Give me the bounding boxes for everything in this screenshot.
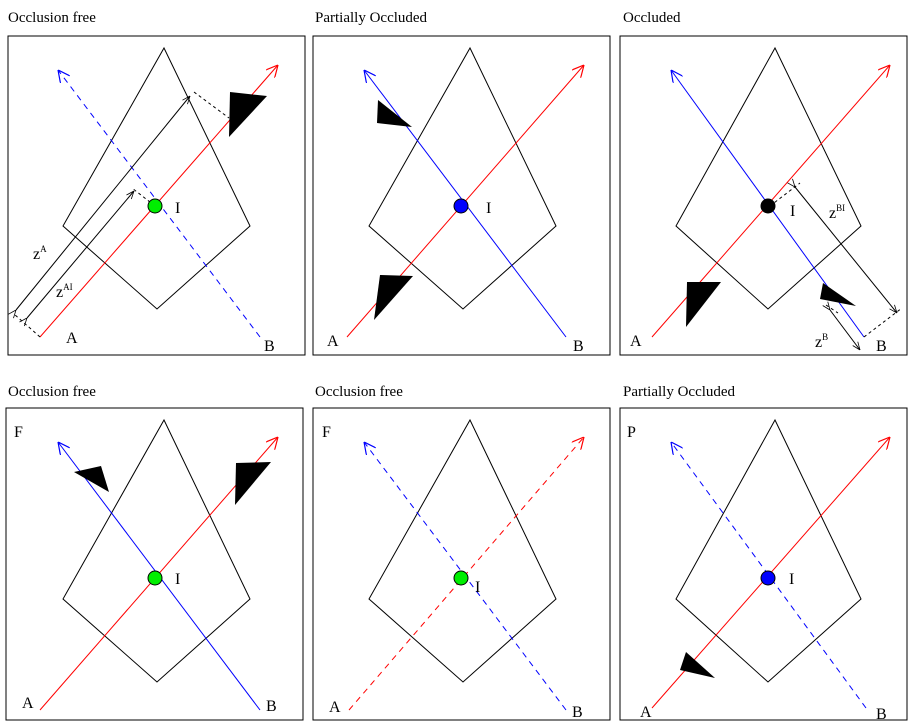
- intersection-label: I: [486, 200, 491, 217]
- ray-b-label: B: [266, 698, 277, 715]
- sensor-footprint: [675, 418, 862, 683]
- corner-label: F: [14, 424, 23, 441]
- panel-frame: [619, 407, 908, 721]
- panel-title: Occlusion free: [8, 10, 96, 26]
- ray-b-label: B: [264, 338, 275, 355]
- occluder-triangle: [235, 462, 271, 505]
- panel-frame: [7, 35, 306, 356]
- distance-label-z-a: zA: [33, 244, 47, 263]
- sensor-footprint: [675, 46, 862, 310]
- panel-5: Occlusion free F I A B: [312, 384, 611, 721]
- intersection-label: I: [175, 571, 180, 588]
- occluder-triangle: [686, 282, 721, 327]
- occluder-triangle: [374, 275, 413, 320]
- panel-frame: [312, 407, 611, 721]
- ray-a-label: A: [329, 699, 341, 716]
- distance-z-b: [830, 310, 860, 350]
- distance-z-ai: [27, 191, 134, 318]
- sensor-footprint: [368, 46, 557, 310]
- intersection-point: [760, 570, 776, 586]
- panel-frame: [312, 35, 611, 356]
- extension-line: [193, 91, 230, 119]
- panel-4: Occlusion free F I A B: [5, 384, 304, 721]
- extension-line: [863, 307, 903, 338]
- panel-title: Occlusion free: [315, 384, 403, 400]
- panel-frame: [5, 407, 304, 721]
- extension-line: [825, 304, 839, 314]
- panel-title: Occluded: [623, 10, 681, 26]
- ray-b-label: B: [876, 338, 887, 355]
- occluder-triangle: [229, 92, 267, 137]
- sensor-footprint: [368, 418, 557, 683]
- intersection-point: [453, 570, 469, 586]
- panel-1: Occlusion free zA zAI I A B: [7, 10, 306, 356]
- ray-a-label: A: [66, 330, 78, 347]
- ray-b-label: B: [876, 706, 887, 723]
- occluder-triangle: [377, 100, 412, 127]
- intersection-label: I: [475, 579, 480, 596]
- ray-a-label: A: [22, 695, 34, 712]
- panel-title: Partially Occluded: [315, 10, 428, 26]
- panel-2: Partially Occluded I A B: [312, 10, 611, 356]
- corner-label: F: [322, 424, 331, 441]
- occluder-triangle: [820, 283, 856, 306]
- ray-a-label: A: [327, 333, 339, 350]
- ray-b-label: B: [572, 704, 583, 721]
- occluder-triangle: [680, 652, 715, 678]
- distance-label-z-b: zB: [815, 332, 828, 351]
- distance-z-bi: [795, 187, 897, 313]
- sensor-footprint: [62, 46, 251, 310]
- intersection-label: I: [789, 571, 794, 588]
- ray-a-label: A: [630, 333, 642, 350]
- sensor-footprint: [62, 418, 251, 683]
- distance-label-z-ai: zAI: [56, 282, 73, 301]
- ray-b-label: B: [573, 338, 584, 355]
- panel-title: Partially Occluded: [623, 384, 736, 400]
- occluder-triangle: [74, 466, 109, 492]
- intersection-label: I: [175, 200, 180, 217]
- panel-3: Occluded zBI zB I A B: [619, 10, 908, 356]
- panel-title: Occlusion free: [8, 384, 96, 400]
- corner-label: P: [627, 424, 636, 441]
- intersection-point: [147, 570, 163, 586]
- panel-6: Partially Occluded P I A B: [619, 384, 908, 723]
- ray-a-label: A: [640, 704, 652, 721]
- distance-z-a: [16, 96, 190, 310]
- distance-label-z-bi: zBI: [829, 203, 845, 222]
- intersection-label: I: [790, 203, 795, 220]
- panel-frame: [619, 35, 908, 356]
- intersection-point: [760, 198, 776, 214]
- intersection-point: [453, 198, 469, 214]
- intersection-point: [147, 198, 163, 214]
